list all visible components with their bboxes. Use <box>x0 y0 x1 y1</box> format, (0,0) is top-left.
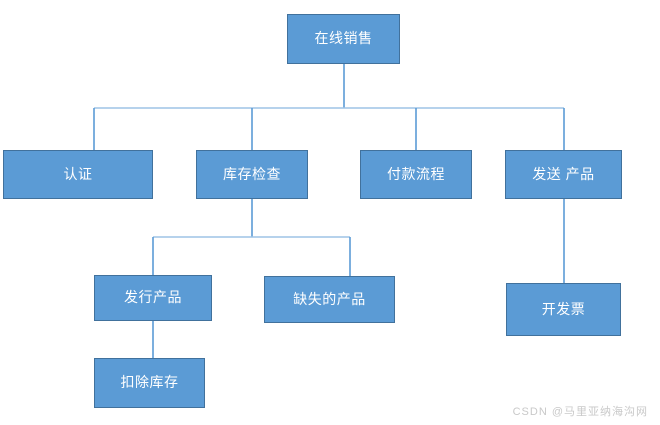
node-issue-invoice[interactable]: 开发票 <box>506 283 621 336</box>
watermark-text: CSDN @马里亚纳海沟网 <box>512 406 648 418</box>
node-label: 付款流程 <box>387 165 445 182</box>
node-label: 开发票 <box>541 300 586 317</box>
node-inventory-check[interactable]: 库存检查 <box>196 150 308 199</box>
node-label: 认证 <box>63 165 93 182</box>
node-issue-product[interactable]: 发行产品 <box>94 275 212 321</box>
node-label: 发行产品 <box>124 289 182 306</box>
node-missing-product[interactable]: 缺失的产品 <box>264 276 395 323</box>
node-ship-product[interactable]: 发送 产品 <box>505 150 622 199</box>
node-label: 扣除库存 <box>120 374 179 391</box>
node-label: 库存检查 <box>223 165 281 182</box>
node-payment-process[interactable]: 付款流程 <box>360 150 472 199</box>
node-label: 发送 产品 <box>532 165 595 182</box>
node-deduct-stock[interactable]: 扣除库存 <box>94 358 205 408</box>
node-online-sales[interactable]: 在线销售 <box>287 14 400 64</box>
node-label: 在线销售 <box>314 30 373 47</box>
node-label: 缺失的产品 <box>293 290 366 307</box>
node-authentication[interactable]: 认证 <box>3 150 153 199</box>
